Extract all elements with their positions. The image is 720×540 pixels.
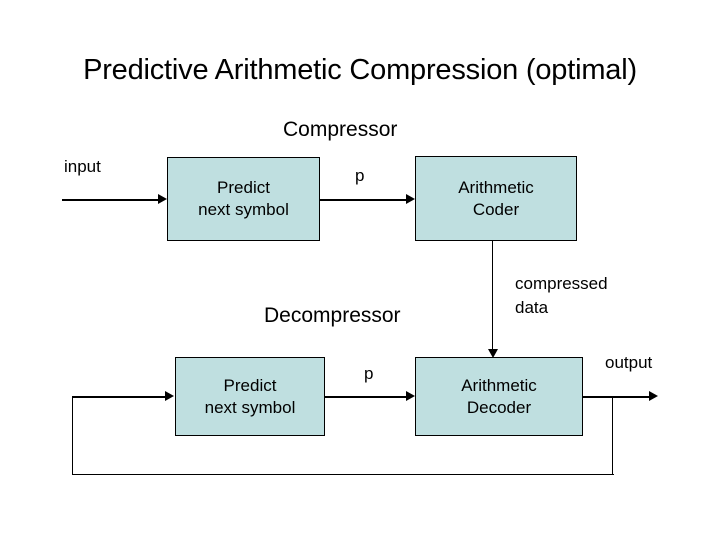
compressed-data-arrow-head <box>488 349 498 358</box>
compressed-data-label: compressed data <box>515 272 608 320</box>
predict-box-line1-decompressor: Predict <box>223 375 277 395</box>
coder-box-line1: Arithmetic <box>458 177 534 197</box>
predict-box-line2-compressor: next symbol <box>198 200 289 219</box>
page-title: Predictive Arithmetic Compression (optim… <box>83 54 637 86</box>
probability-arrow-line-compressor <box>320 199 408 201</box>
compressor-section-label: Compressor <box>283 118 398 141</box>
arithmetic-decoder-box[interactable]: Arithmetic Decoder <box>415 357 583 436</box>
feedback-loop-left-segment <box>72 396 73 475</box>
probability-arrow-head-compressor <box>406 194 415 204</box>
probability-label-compressor: p <box>355 166 365 185</box>
feedback-loop-arrow-head <box>165 391 174 401</box>
decompressor-section-label: Decompressor <box>264 304 401 327</box>
predict-box-line1-compressor: Predict <box>217 178 270 197</box>
feedback-loop-bottom-segment <box>72 474 614 475</box>
coder-box-line2: Coder <box>472 199 520 219</box>
predict-next-symbol-box-compressor[interactable]: Predict next symbol <box>167 157 320 241</box>
output-arrow-line <box>583 396 651 398</box>
probability-arrow-head-decompressor <box>406 391 415 401</box>
decoder-box-line2: Decoder <box>466 397 532 417</box>
probability-label-decompressor: p <box>364 364 374 383</box>
feedback-loop-right-segment <box>612 396 613 475</box>
compressed-data-label-line2: data <box>515 298 549 317</box>
compressed-data-line <box>492 241 493 351</box>
input-label: input <box>64 157 101 176</box>
probability-arrow-line-decompressor <box>325 396 408 398</box>
feedback-loop-arrow-line <box>72 396 167 398</box>
predict-next-symbol-box-decompressor[interactable]: Predict next symbol <box>175 357 325 436</box>
compressed-data-label-line1: compressed <box>515 274 608 293</box>
output-arrow-head <box>649 391 658 401</box>
arithmetic-coder-box[interactable]: Arithmetic Coder <box>415 156 577 241</box>
decoder-box-line1: Arithmetic <box>461 375 537 395</box>
input-arrow-head <box>158 194 167 204</box>
output-label: output <box>605 353 653 372</box>
predict-box-line2-decompressor: next symbol <box>204 397 296 417</box>
input-arrow-line <box>62 199 159 201</box>
